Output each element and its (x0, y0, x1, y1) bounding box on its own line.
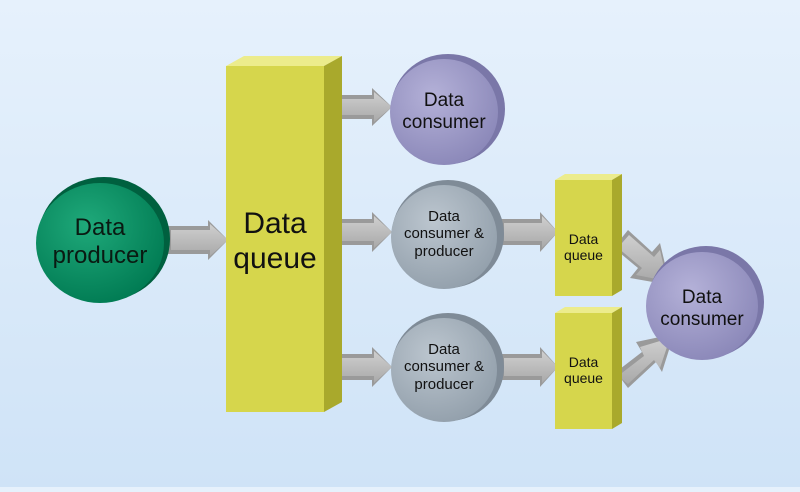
small-data-queue-1 (555, 174, 622, 296)
arrow-consumer-producer-2-to-small-queue-2 (500, 347, 558, 387)
arrow-consumer-producer-1-to-small-queue-1 (500, 212, 558, 252)
consumer-producer-2-label: Data consumer & producer (403, 341, 485, 393)
main-queue-label: Data queue (233, 207, 317, 275)
data-consumer-final-node (646, 246, 764, 360)
consumer-top-label: Data consumer (402, 90, 486, 133)
data-producer-node (36, 177, 170, 303)
arrow-small-queue-1-to-consumer-final (614, 230, 670, 285)
consumer-producer-1-label: Data consumer & producer (403, 208, 485, 260)
main-data-queue (226, 56, 342, 412)
consumer-final-label: Data consumer (660, 287, 744, 330)
data-consumer-top-node (390, 54, 505, 165)
small-queue-2-label: Data queue (564, 354, 603, 387)
producer-label: Data producer (52, 214, 148, 269)
consumer-producer-1-node (391, 180, 504, 289)
consumer-producer-2-node (391, 313, 504, 422)
arrow-producer-to-queue (167, 220, 228, 260)
arrow-queue-to-consumer-producer-2 (333, 347, 392, 387)
small-data-queue-2 (555, 307, 622, 429)
arrow-queue-to-consumer-producer-1 (333, 212, 392, 252)
small-queue-1-label: Data queue (564, 231, 603, 264)
arrow-queue-to-consumer-top (333, 88, 392, 126)
arrow-small-queue-2-to-consumer-final (616, 334, 674, 388)
